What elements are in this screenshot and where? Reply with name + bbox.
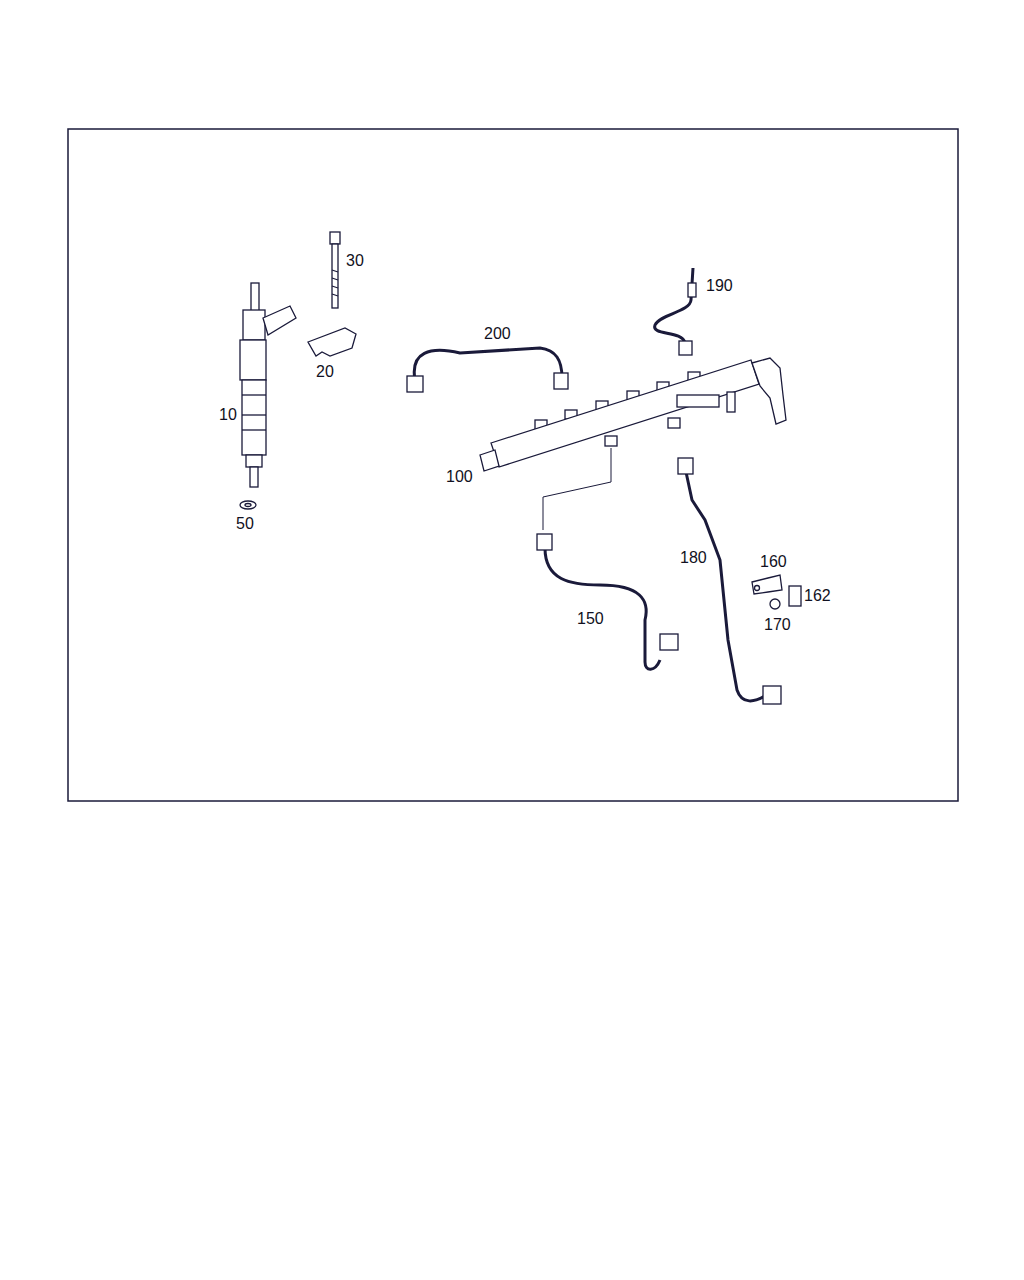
callout-number: 190	[706, 277, 733, 295]
callout-number: 150	[577, 610, 604, 628]
fuel-rail	[480, 358, 786, 471]
callout-number: 160	[760, 553, 787, 571]
callout-number: 170	[764, 616, 791, 634]
leader-line	[543, 448, 611, 530]
callout-number: 180	[680, 549, 707, 567]
pipe	[545, 548, 660, 669]
callout-number: 10	[219, 406, 237, 424]
frame	[68, 129, 958, 801]
pipe	[655, 268, 693, 343]
callout-number: 50	[236, 515, 254, 533]
bolt	[770, 599, 780, 609]
bolt	[330, 232, 340, 308]
pipe	[414, 348, 562, 380]
clip	[789, 586, 801, 606]
callout-number: 100	[446, 468, 473, 486]
callout-number: 30	[346, 252, 364, 270]
bracket	[752, 575, 782, 594]
callout-number: 200	[484, 325, 511, 343]
clamp	[308, 328, 356, 356]
callout-number: 162	[804, 587, 831, 605]
injector	[240, 283, 296, 487]
washer	[240, 501, 256, 509]
callout-number: 20	[316, 363, 334, 381]
